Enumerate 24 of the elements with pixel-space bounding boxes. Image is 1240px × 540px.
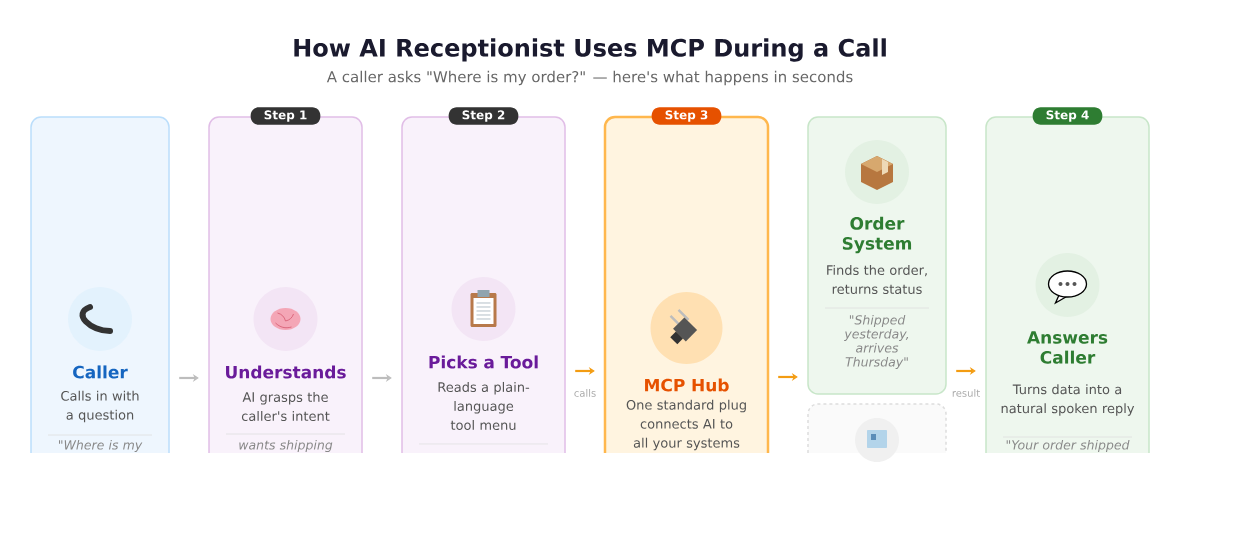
card-title: Caller xyxy=(73,365,128,379)
step-badge: Step 1 xyxy=(250,107,321,125)
card-title: Picks a Tool xyxy=(429,355,538,369)
step-badge: Step 4 xyxy=(1032,107,1103,125)
card-description: Reads a plain-language tool menu xyxy=(438,381,530,430)
example-quote: "Shipped yesterday, arrives Thursday" xyxy=(844,314,909,370)
card-description: Calls in with a question xyxy=(61,390,139,423)
card-description: Finds the order, returns status xyxy=(827,264,927,294)
title: How AI Receptionist Uses MCP During a Call xyxy=(294,38,886,62)
example-quote: wants shipping xyxy=(239,439,333,453)
edge-label: calls xyxy=(574,389,596,397)
example-quote: "Where is my xyxy=(59,439,143,453)
card-description: AI grasps the caller's intent xyxy=(241,391,330,421)
step-badge: Step 3 xyxy=(651,107,722,125)
card-description: Turns data into a natural spoken reply xyxy=(1001,384,1135,416)
card-title: Order System xyxy=(842,216,912,254)
card-description: One standard plug connects AI to all your systems xyxy=(626,399,746,451)
card-title: MCP Hub xyxy=(645,378,729,392)
edge-label: result xyxy=(952,389,980,397)
step-badge: Step 2 xyxy=(448,107,519,125)
subtitle: A caller asks "Where is my order?" — here's what happens in seconds xyxy=(326,70,853,86)
card-title: Answers Caller xyxy=(1027,331,1108,364)
example-quote: "Your order shipped xyxy=(1006,439,1130,453)
card-title: Understands xyxy=(226,365,346,379)
